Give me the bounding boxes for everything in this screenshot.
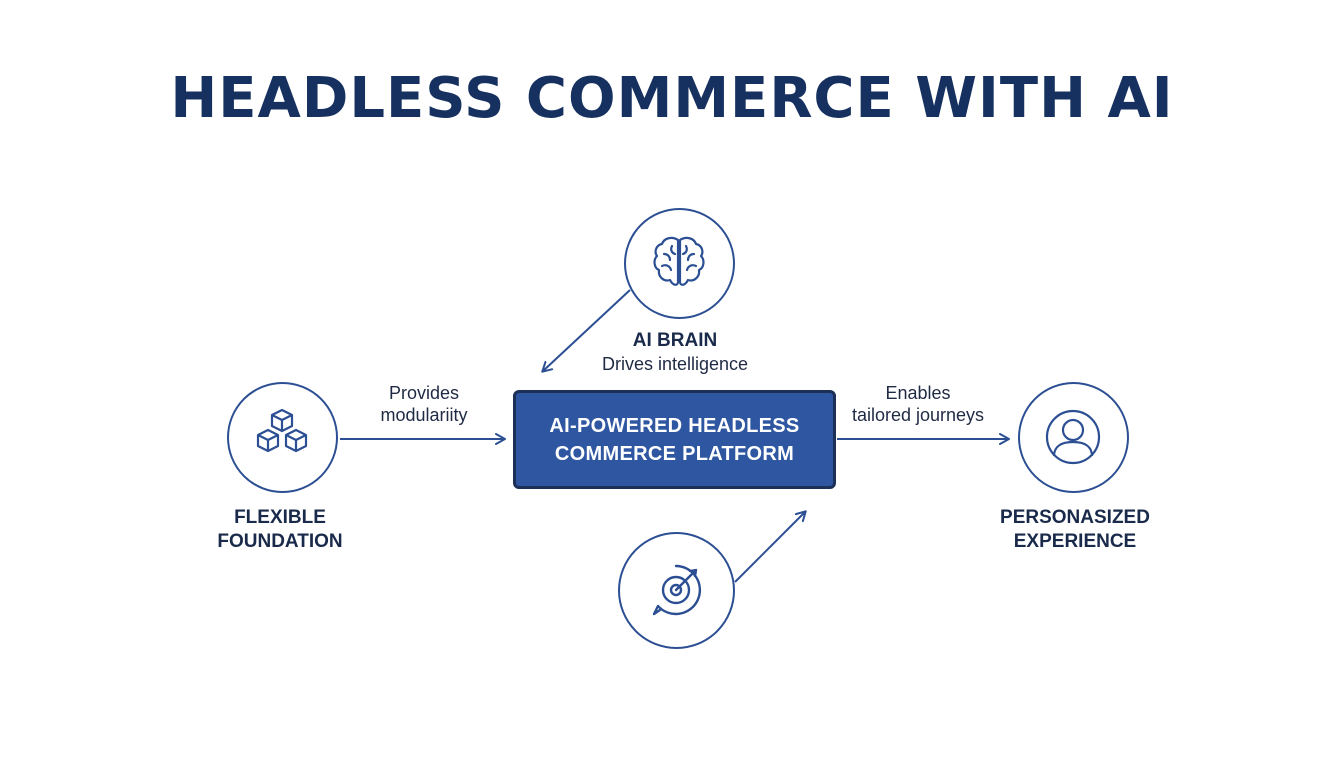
edge-label-enables-line2: tailored journeys [851,405,985,425]
arrow-brain-to-platform [541,289,631,373]
arrow-target-to-platform [734,510,807,583]
ai-brain-title: AI BRAIN [632,330,718,351]
foundation-title-line1: FLEXIBLE [234,507,326,528]
target-icon [652,564,702,616]
cubes-icon [256,408,308,453]
diagram-title: HEADLESS COMMERCE WITH AI [170,66,1174,131]
user-icon [1045,409,1101,465]
foundation-node [227,382,338,493]
edge-label-enables-line1: Enables [885,383,951,403]
experience-title-line1: PERSONASIZED [1000,507,1150,528]
brain-icon [653,236,705,286]
ai-brain-node [624,208,735,319]
foundation-title-line2: FOUNDATION [217,531,343,552]
edge-label-provides-line2: modulariity [380,405,468,425]
platform-title-line1: AI-POWERED HEADLESS [549,414,800,437]
platform-title-line2: COMMERCE PLATFORM [554,442,795,465]
target-node [618,532,735,649]
experience-node [1018,382,1129,493]
experience-title-line2: EXPERIENCE [1013,531,1137,552]
ai-brain-subtitle: Drives intelligence [601,354,749,374]
platform-box: AI-POWERED HEADLESS COMMERCE PLATFORM [513,390,836,489]
edge-label-provides-line1: Provides [388,383,460,403]
